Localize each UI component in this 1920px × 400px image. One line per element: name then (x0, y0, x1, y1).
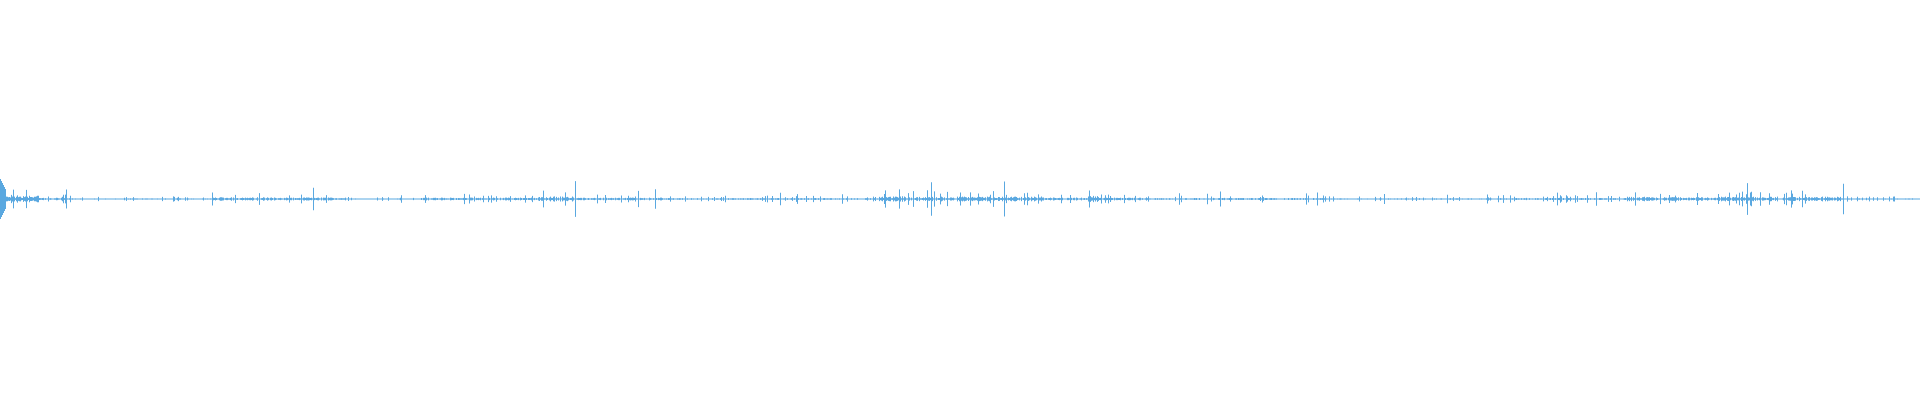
waveform-peaks (0, 179, 1920, 219)
